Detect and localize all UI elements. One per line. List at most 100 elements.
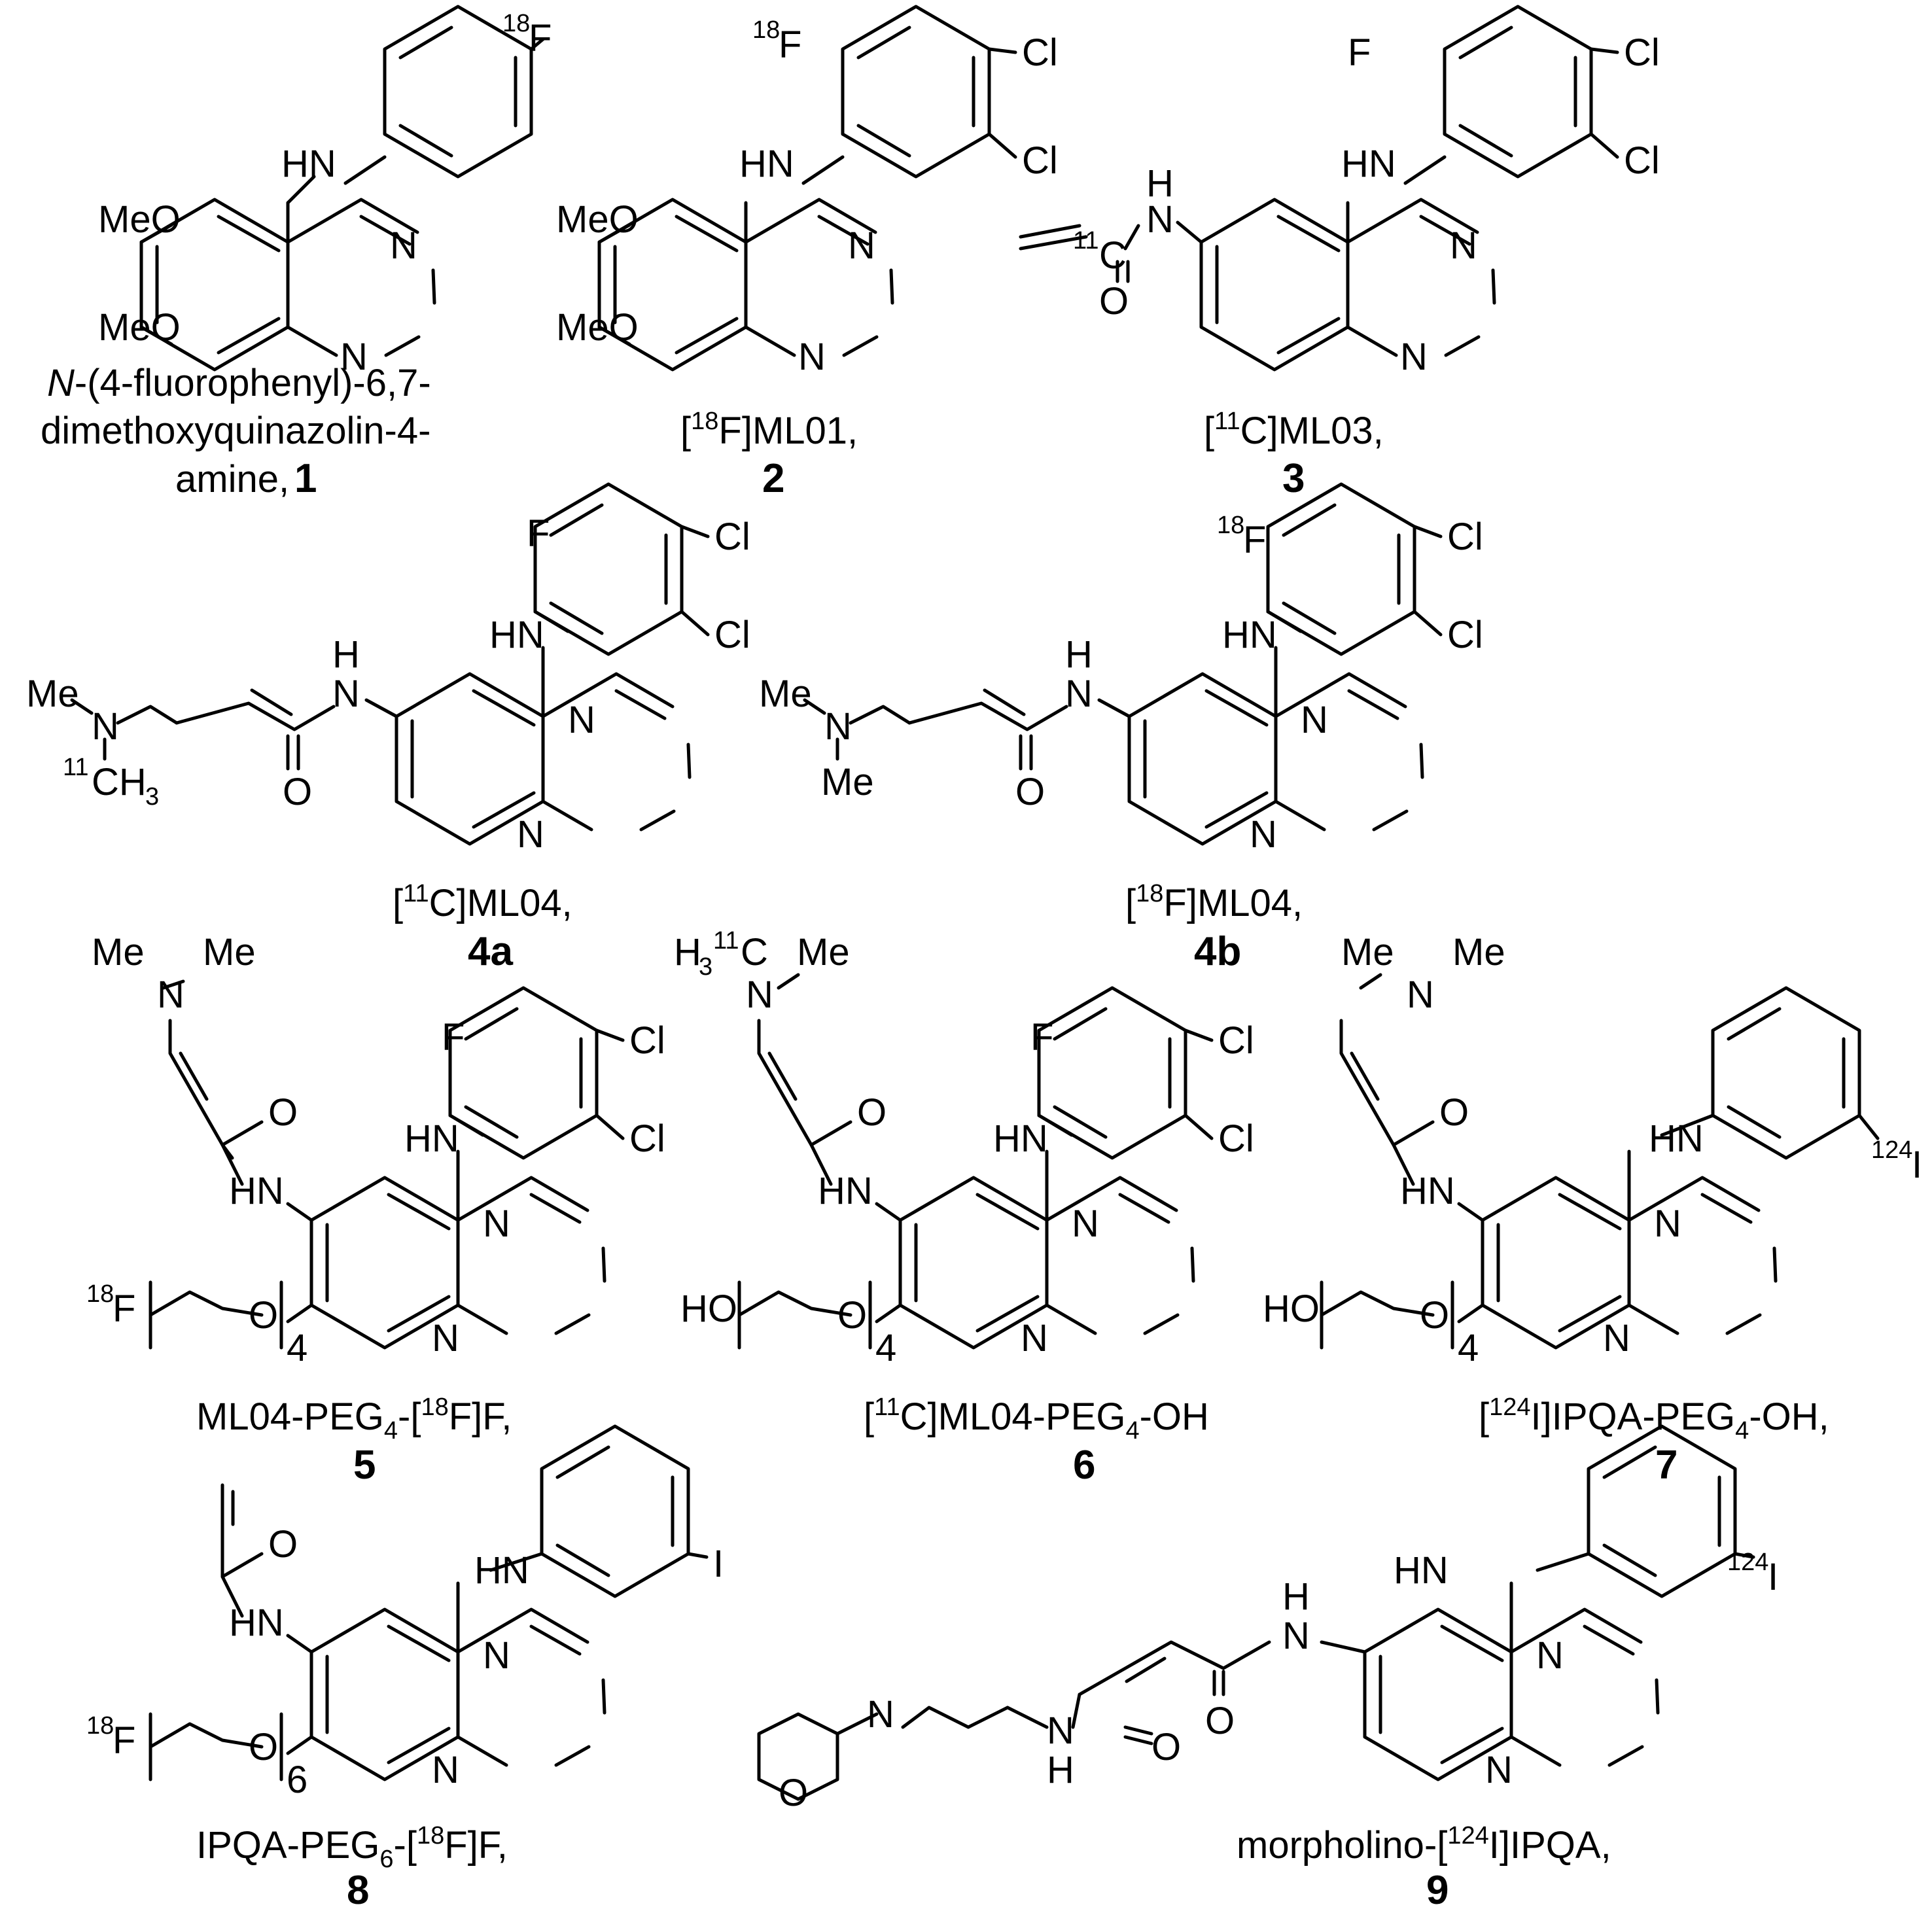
atom-label: Cl [1218,1019,1254,1062]
atom-label: MeO [556,198,639,241]
subscript-label: 3 [145,783,159,811]
compound-name: dimethoxyquinazolin-4- [41,410,430,452]
compound-number: 5 [353,1443,376,1488]
compound-name: amine, [175,458,289,500]
atom-label: HN [474,1549,529,1592]
atom-label: HN [281,143,336,185]
isotope-label: 18 [1217,512,1244,539]
compound-name: N-(4-fluorophenyl)-6,7- [47,362,431,404]
atom-label: N [517,813,544,856]
atom-label: Cl [714,516,750,558]
compound-number: 2 [762,456,784,501]
compound-3: F Cl Cl HN H N 11 C O N N [11C]ML03, 3 [1019,7,1660,501]
atom-label: Me [1452,931,1505,973]
isotope-label: 18 [502,10,530,37]
atom-label: I [1768,1556,1778,1598]
isotope-label: 11 [1073,227,1098,254]
compound-number: 9 [1426,1868,1449,1911]
compound-name: [11C]ML04, [393,880,572,924]
compound-number: 4b [1194,929,1241,974]
atom-label: HN [1222,614,1277,656]
atom-label: Me [92,931,145,973]
compound-number: 7 [1655,1443,1677,1488]
atom-label: Cl [1447,614,1483,656]
atom-label: C [741,931,768,973]
atom-label: Me [759,673,812,715]
compound-name: [11C]ML04-PEG4-OH [864,1394,1209,1445]
atom-label: N [432,1749,459,1791]
atom-label: HN [993,1117,1048,1160]
atom-label: N [432,1317,459,1359]
atom-label: N [1047,1709,1074,1752]
isotope-label: 124 [1871,1136,1912,1164]
atom-label: HN [404,1117,459,1160]
atom-label: Cl [1624,31,1660,74]
atom-label: O [1420,1294,1449,1337]
compound-number: 8 [347,1868,369,1911]
atom-label: N [1603,1317,1630,1359]
atom-label: N [798,336,826,378]
atom-label: HN [489,614,544,656]
atom-label: HN [1400,1170,1455,1212]
atom-label: HO [680,1288,737,1330]
atom-label: F [442,1016,465,1059]
atom-label: Cl [629,1019,665,1062]
isotope-label: 18 [752,16,780,44]
atom-label: N [1407,973,1434,1016]
atom-label: Cl [1218,1117,1254,1160]
compound-name: [18F]ML01, [680,408,858,452]
compound-8: O HN I HN N N 18 F O 6 IPQA-PEG6-[18F]F,… [86,1426,724,1911]
atom-label: HN [229,1170,284,1212]
atom-label: N [340,336,368,378]
atom-label: O [249,1726,278,1768]
atom-label: I [713,1543,724,1585]
atom-label: F [1030,1016,1053,1059]
atom-label: O [1439,1091,1469,1134]
compound-7: Me Me N O HN HN 124 I N N HO O 4 [124I]I… [1263,931,1922,1488]
atom-label: O [1151,1726,1181,1768]
compound-number: 4a [468,929,513,974]
atom-label: Me [797,931,850,973]
atom-label: N [746,973,773,1016]
compound-name: morpholino-[124I]IPQA, [1237,1822,1611,1867]
atom-label: Cl [1447,516,1483,558]
atom-label: MeO [98,306,181,349]
atom-label: N [92,705,119,748]
atom-label: H [1047,1749,1074,1791]
atom-label: Cl [1022,139,1058,182]
atom-label: HO [1263,1288,1320,1330]
compound-number: 3 [1282,456,1305,501]
atom-label: F [1243,519,1266,561]
atom-label: N [1400,336,1428,378]
compound-name: ML04-PEG4-[18F]F, [196,1394,512,1445]
atom-label: HN [739,143,794,185]
atom-label: N [483,1634,510,1677]
atom-label: C [1099,234,1127,277]
compound-number: 6 [1073,1443,1095,1488]
atom-label: N [1485,1749,1513,1791]
atom-label: O [1015,771,1045,813]
isotope-label: 18 [86,1280,114,1308]
atom-label: N [867,1693,894,1736]
atom-label: O [1099,280,1129,323]
atom-label: N [157,973,184,1016]
atom-label: N [1536,1634,1564,1677]
isotope-label: 11 [713,927,739,955]
atom-label: N [1065,673,1093,715]
atom-label: F [1348,31,1371,74]
atom-label: N [1654,1202,1681,1245]
atom-label: N [824,705,852,748]
atom-label: F [779,24,801,66]
atom-label: Me [203,931,256,973]
isotope-label: 124 [1727,1549,1768,1576]
atom-label: O [1205,1700,1235,1742]
compound-1: 18 F HN MeO MeO N N N-(4-fluorophenyl)-6… [41,7,552,501]
atom-label: N [390,224,417,267]
atom-label: HN [1341,143,1396,185]
atom-label: N [1282,1615,1310,1657]
atom-label: N [568,699,595,741]
atom-label: Cl [1624,139,1660,182]
atom-label: H [1282,1575,1310,1618]
atom-label: HN [818,1170,873,1212]
atom-label: N [1146,198,1174,241]
